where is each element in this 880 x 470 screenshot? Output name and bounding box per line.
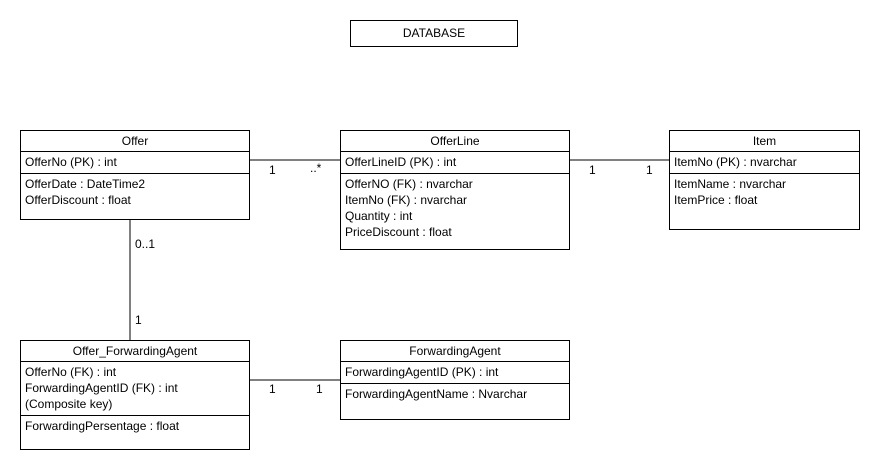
- multiplicity-label: 1: [646, 163, 653, 177]
- attributes: ForwardingPersentage : float: [21, 416, 249, 437]
- entity-offer-forwarding-agent[interactable]: Offer_ForwardingAgent OfferNo (FK) : int…: [20, 340, 250, 450]
- entity-name: Offer_ForwardingAgent: [21, 341, 249, 362]
- multiplicity-label: 1: [269, 382, 276, 396]
- entity-offer[interactable]: Offer OfferNo (PK) : int OfferDate : Dat…: [20, 130, 250, 220]
- attribute: OfferDiscount : float: [25, 193, 131, 207]
- attribute: OfferLineID (PK) : int: [345, 155, 457, 169]
- key-attributes: OfferNo (PK) : int: [21, 152, 249, 174]
- multiplicity-label: ..*: [310, 161, 322, 175]
- entity-name: Item: [670, 131, 859, 152]
- attribute: ForwardingPersentage : float: [25, 419, 180, 433]
- attributes: ItemName : nvarchar ItemPrice : float: [670, 174, 859, 211]
- attribute: OfferNo (PK) : int: [25, 155, 117, 169]
- entity-name: OfferLine: [341, 131, 569, 152]
- multiplicity-label: 1: [135, 313, 142, 327]
- attribute: ItemName : nvarchar: [674, 177, 787, 191]
- key-attributes: OfferNo (FK) : int ForwardingAgentID (FK…: [21, 362, 249, 416]
- attribute: ItemNo (PK) : nvarchar: [674, 155, 797, 169]
- multiplicity-label: 1: [589, 163, 596, 177]
- attribute: ForwardingAgentID (FK) : int: [25, 381, 178, 395]
- key-attributes: ItemNo (PK) : nvarchar: [670, 152, 859, 174]
- entity-name: ForwardingAgent: [341, 341, 569, 362]
- attribute: ItemNo (FK) : nvarchar: [345, 193, 468, 207]
- multiplicity-label: 0..1: [135, 237, 156, 251]
- entity-item[interactable]: Item ItemNo (PK) : nvarchar ItemName : n…: [669, 130, 860, 230]
- key-attributes: ForwardingAgentID (PK) : int: [341, 362, 569, 384]
- attribute: OfferNO (FK) : nvarchar: [345, 177, 473, 191]
- attribute: Quantity : int: [345, 209, 413, 223]
- attribute: ItemPrice : float: [674, 193, 758, 207]
- attribute: ForwardingAgentName : Nvarchar: [345, 387, 528, 401]
- attributes: OfferDate : DateTime2 OfferDiscount : fl…: [21, 174, 249, 211]
- key-attributes: OfferLineID (PK) : int: [341, 152, 569, 174]
- attributes: ForwardingAgentName : Nvarchar: [341, 384, 569, 405]
- entity-offer-line[interactable]: OfferLine OfferLineID (PK) : int OfferNO…: [340, 130, 570, 250]
- attribute: PriceDiscount : float: [345, 225, 452, 239]
- entity-name: Offer: [21, 131, 249, 152]
- entity-forwarding-agent[interactable]: ForwardingAgent ForwardingAgentID (PK) :…: [340, 340, 570, 420]
- attribute: OfferNo (FK) : int: [25, 365, 117, 379]
- multiplicity-label: 1: [269, 163, 276, 177]
- attribute: (Composite key): [25, 397, 113, 411]
- attribute: OfferDate : DateTime2: [25, 177, 146, 191]
- multiplicity-label: 1: [316, 382, 323, 396]
- diagram-title: DATABASE: [350, 20, 518, 47]
- attributes: OfferNO (FK) : nvarchar ItemNo (FK) : nv…: [341, 174, 569, 243]
- attribute: ForwardingAgentID (PK) : int: [345, 365, 499, 379]
